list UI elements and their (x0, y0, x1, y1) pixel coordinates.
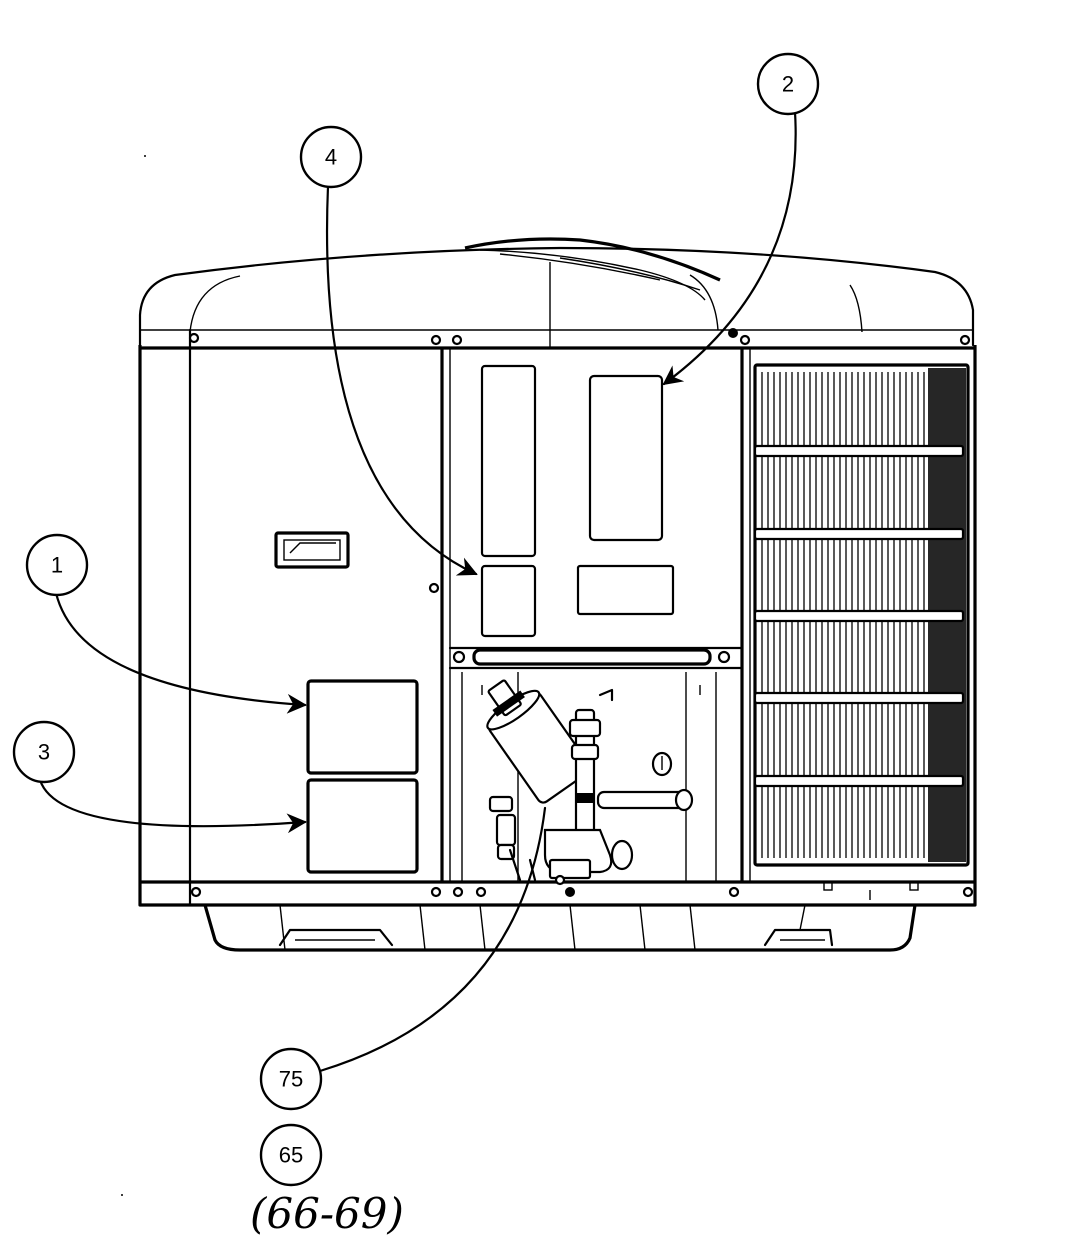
leader-3 (38, 778, 307, 834)
callout-2: 2 (756, 52, 820, 116)
left-lift-handle (278, 928, 394, 947)
panel-latch (274, 531, 350, 569)
callout-4-label: 4 (325, 145, 337, 170)
leader-1 (54, 591, 307, 714)
top-fan-outlet (464, 237, 721, 282)
callout-2-label: 2 (782, 72, 794, 97)
callout-65: 65 (259, 1123, 323, 1187)
filter-drier (486, 679, 592, 804)
leader-2 (662, 110, 797, 386)
label-panel-2 (588, 374, 664, 542)
top-cover (138, 246, 975, 347)
leader-75 (318, 806, 547, 1073)
leader-4 (325, 184, 478, 576)
callout-3-label: 3 (38, 740, 50, 765)
compressor-valve-assembly (486, 679, 694, 886)
callout-75: 75 (259, 1047, 323, 1111)
callout-1: 1 (25, 533, 89, 597)
callout-65-label: 65 (279, 1143, 303, 1168)
left-access-panel (274, 531, 419, 874)
callout-1-label: 1 (51, 553, 63, 578)
label-panel-1 (306, 679, 419, 775)
label-panel-3 (306, 778, 419, 874)
handwritten-part-range: (66-69) (250, 1189, 404, 1238)
callout-3: 3 (12, 720, 76, 784)
label-panel-4 (480, 564, 537, 638)
condenser-coil (753, 363, 970, 900)
right-lift-handle (763, 928, 834, 947)
callout-75-label: 75 (279, 1067, 303, 1092)
control-panel (448, 364, 744, 882)
leader-lines (38, 110, 797, 1073)
base-pan (203, 904, 917, 952)
callout-4: 4 (299, 125, 363, 189)
